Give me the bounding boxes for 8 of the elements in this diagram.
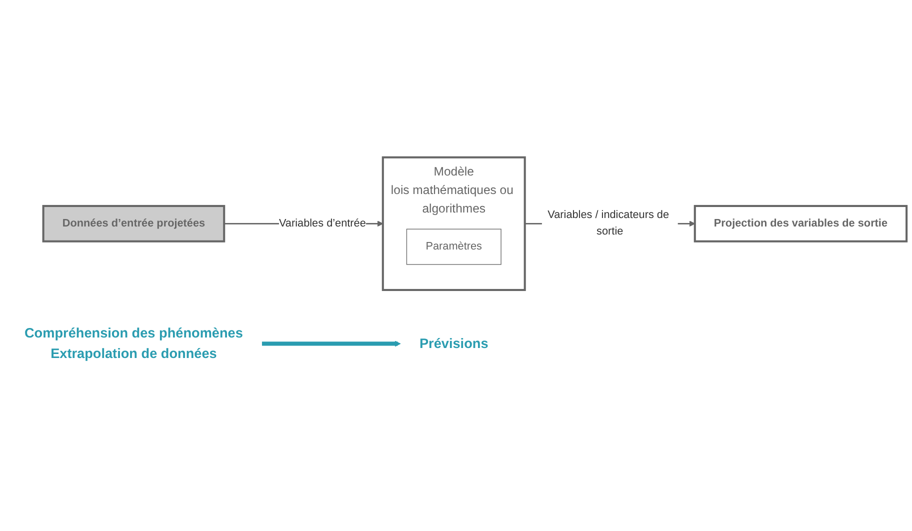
node-box: Projection des variables de sortie [694,204,908,242]
node-box: Paramètres [406,228,502,265]
edge-label: Variables / indicateurs de sortie [548,209,670,238]
node-box: Données d’entrée projetées [42,204,226,242]
edge-label: Variables d’entrée [278,218,366,230]
node-text: Compréhension des phénomènes Extrapolation de données [24,326,243,362]
node-text: Prévisions [419,336,488,352]
arrow [262,340,401,347]
